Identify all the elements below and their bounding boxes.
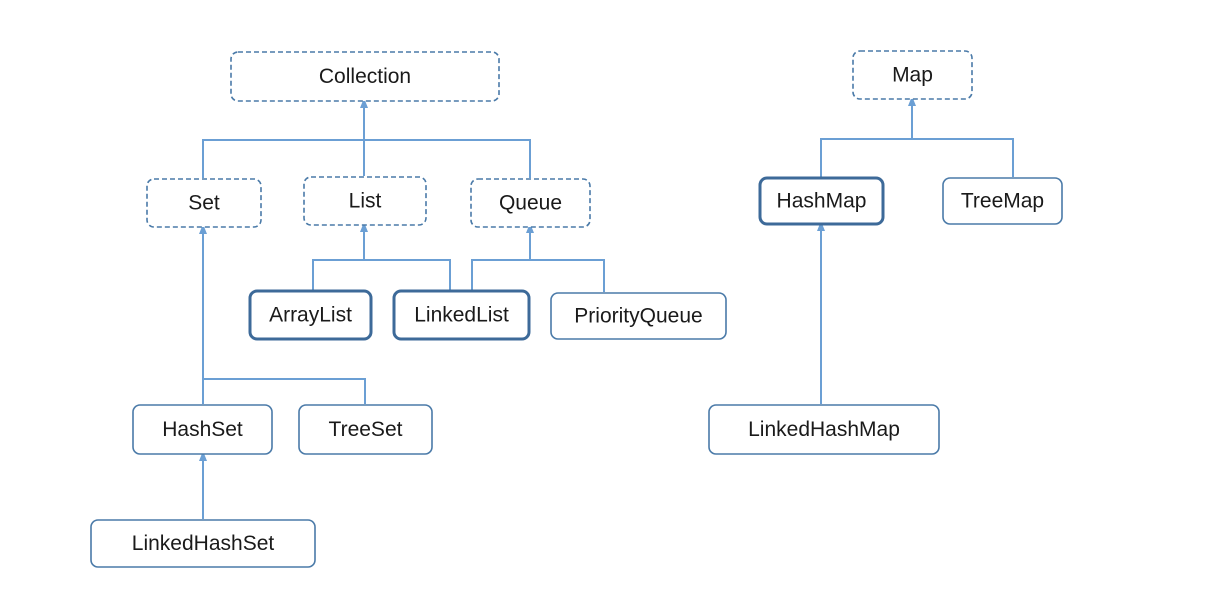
node-treeset-label: TreeSet xyxy=(329,418,403,441)
node-priorityqueue: PriorityQueue xyxy=(550,292,727,340)
node-hashset: HashSet xyxy=(132,404,273,455)
edge-queue-collection xyxy=(364,139,531,178)
node-queue-label: Queue xyxy=(499,192,562,215)
edge-set-collection xyxy=(202,139,364,178)
node-treeset: TreeSet xyxy=(298,404,433,455)
node-hashmap-box xyxy=(758,176,885,226)
node-treeset-box xyxy=(298,404,433,455)
node-arraylist-box xyxy=(248,289,373,341)
node-linkedhashmap: LinkedHashMap xyxy=(708,404,940,455)
node-linkedhashset-label: LinkedHashSet xyxy=(132,532,275,555)
node-map-label: Map xyxy=(892,64,933,87)
node-list-label: List xyxy=(349,190,382,213)
node-set-box xyxy=(146,178,262,228)
node-collection-label: Collection xyxy=(319,65,411,88)
node-linkedhashmap-box xyxy=(708,404,940,455)
node-priorityqueue-box xyxy=(550,292,727,340)
edge-linkedlist-queue xyxy=(471,259,530,290)
edge-arraylist-list xyxy=(312,259,364,290)
edge-treemap-map xyxy=(912,138,1014,177)
node-linkedlist: LinkedList xyxy=(392,289,531,341)
node-queue: Queue xyxy=(470,178,591,228)
node-hashset-label: HashSet xyxy=(162,418,243,441)
node-collection: Collection xyxy=(230,51,500,102)
node-treemap-label: TreeMap xyxy=(961,190,1044,213)
edge-treeset-set xyxy=(203,378,366,404)
edge-hashmap-map xyxy=(820,138,912,177)
node-arraylist-label: ArrayList xyxy=(269,304,352,327)
node-set-label: Set xyxy=(188,192,220,215)
node-collection-box xyxy=(230,51,500,102)
node-list-box xyxy=(303,176,427,226)
node-treemap-box xyxy=(942,177,1063,225)
node-map: Map xyxy=(852,50,973,100)
node-hashset-box xyxy=(132,404,273,455)
node-set: Set xyxy=(146,178,262,228)
node-map-box xyxy=(852,50,973,100)
node-arraylist: ArrayList xyxy=(248,289,373,341)
edge-priorityqueue-queue xyxy=(530,259,605,292)
node-queue-box xyxy=(470,178,591,228)
node-linkedlist-box xyxy=(392,289,531,341)
node-linkedhashmap-label: LinkedHashMap xyxy=(748,418,900,441)
node-hashmap: HashMap xyxy=(758,176,885,226)
node-linkedlist-label: LinkedList xyxy=(414,304,509,327)
node-linkedhashset: LinkedHashSet xyxy=(90,519,316,568)
edge-linkedlist-list xyxy=(364,259,451,290)
node-treemap: TreeMap xyxy=(942,177,1063,225)
node-linkedhashset-box xyxy=(90,519,316,568)
connectors xyxy=(199,96,1014,519)
node-hashmap-label: HashMap xyxy=(777,190,867,213)
node-list: List xyxy=(303,176,427,226)
node-priorityqueue-label: PriorityQueue xyxy=(574,305,702,328)
